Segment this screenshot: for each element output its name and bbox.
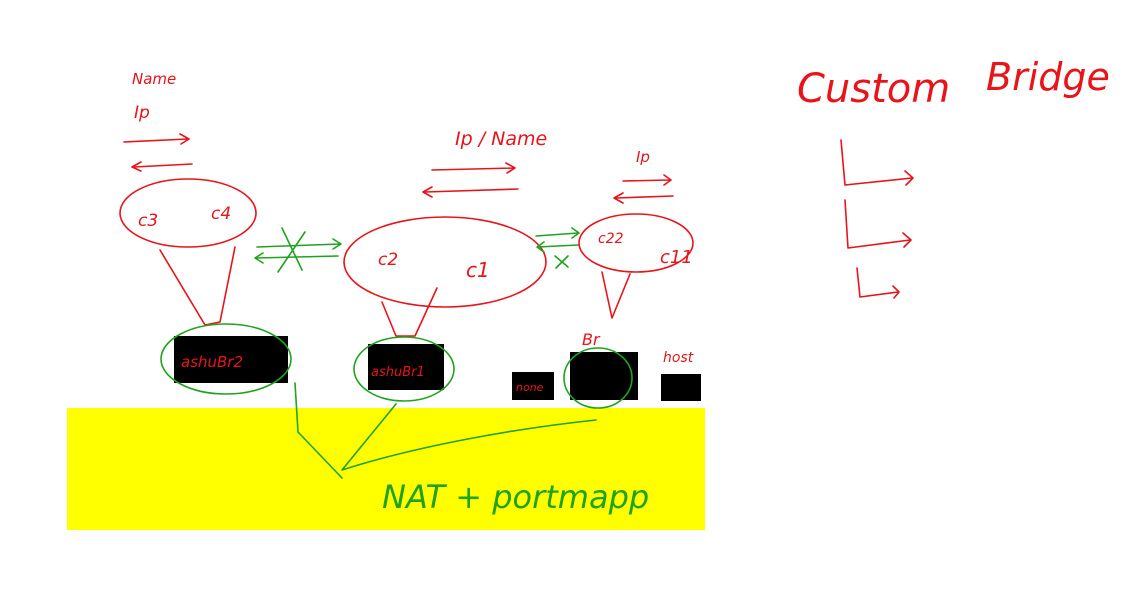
left-arrow-left [131, 161, 193, 172]
left-ip-label: Ip [134, 103, 150, 123]
container-c22: c22 [598, 231, 624, 247]
left-group: Name Ip c3 c4 ashuBr2 [119, 70, 292, 395]
heading-bridge: Bridge [986, 55, 1110, 99]
left-container-bubble [119, 178, 257, 248]
nat-funnel-lines [294, 382, 597, 479]
right-arrow-right [622, 174, 672, 186]
right-group: Ip c22 c11 Br none host [512, 148, 701, 409]
left-name-label: Name [132, 70, 176, 88]
blocked-link-middle-right [535, 227, 580, 269]
tree-branch-3 [856, 267, 900, 299]
host-band [67, 408, 705, 530]
network-box-none [512, 372, 554, 400]
nat-portmap-label: NAT + portmapp [382, 478, 649, 516]
blocked-link-left-middle [254, 227, 342, 273]
tree-branch-2 [844, 199, 912, 249]
network-circle-ashubr2 [160, 323, 292, 395]
middle-arrow-right [431, 162, 516, 174]
middle-arrow-left [422, 186, 519, 198]
network-box-br [570, 352, 638, 400]
network-box-host [661, 374, 701, 401]
network-circle-ashubr1 [353, 336, 455, 402]
container-c4: c4 [211, 204, 231, 224]
network-label-br: Br [582, 330, 601, 349]
network-box-ashubr1 [368, 344, 444, 390]
container-c3: c3 [138, 211, 158, 231]
nat-group: NAT + portmapp [294, 382, 649, 516]
network-box-ashubr2 [174, 336, 288, 383]
container-c11: c11 [660, 247, 693, 268]
network-circle-br [563, 347, 633, 409]
left-connector [159, 246, 236, 326]
network-label-ashubr2: ashuBr2 [181, 353, 243, 371]
network-label-none: none [516, 381, 544, 394]
right-connector [601, 271, 631, 319]
right-container-bubble [578, 213, 694, 273]
custom-bridge-notes: Custom Bridge [797, 55, 1110, 299]
container-c1: c1 [466, 258, 490, 282]
middle-ipname-label: Ip / Name [455, 128, 547, 150]
right-arrow-left [613, 192, 674, 204]
middle-container-bubble [343, 216, 547, 308]
right-ip-label: Ip [636, 148, 650, 166]
heading-custom: Custom [797, 66, 950, 112]
tree-branch-1 [840, 139, 914, 186]
network-label-ashubr1: ashuBr1 [371, 365, 425, 380]
middle-group: Ip / Name c2 c1 ashuBr1 [343, 128, 547, 402]
network-label-host: host [663, 350, 694, 366]
middle-connector [381, 287, 438, 337]
left-arrow-right [123, 133, 190, 145]
container-c2: c2 [378, 250, 398, 270]
